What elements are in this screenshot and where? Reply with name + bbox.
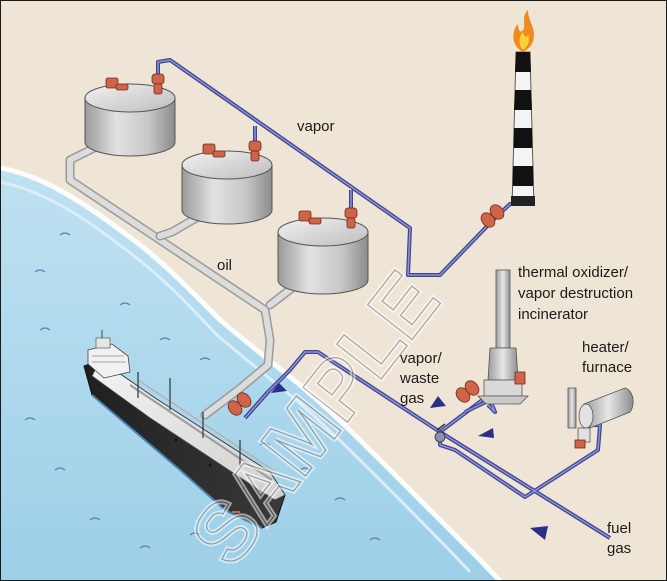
label-line: heater/	[582, 339, 630, 356]
furnace-icon	[567, 387, 634, 449]
label-fuel-gas: fuel gas	[607, 520, 635, 557]
storage-tank-2	[181, 140, 273, 225]
label-line: waste	[399, 370, 439, 387]
label-oil: oil	[217, 257, 232, 274]
storage-tank-3	[277, 207, 369, 295]
label-thermal-oxidizer: thermal oxidizer/ vapor destruction inci…	[518, 264, 637, 323]
flow-arrow-icon	[478, 428, 494, 438]
label-heater-furnace: heater/ furnace	[582, 339, 633, 376]
valve-icon	[298, 207, 358, 229]
label-line: vapor/	[400, 350, 443, 367]
label-line: vapor destruction	[518, 285, 633, 302]
valve-icon	[434, 423, 446, 443]
flow-arrows	[271, 383, 548, 540]
shoreline-wave	[0, 180, 472, 574]
valve-icon	[202, 140, 262, 162]
label-line: thermal oxidizer/	[518, 264, 629, 281]
label-line: fuel	[607, 520, 631, 537]
valve-icon	[227, 392, 252, 416]
label-line: incinerator	[518, 306, 588, 323]
label-line: gas	[607, 540, 631, 557]
tanker-ship-icon	[83, 330, 286, 529]
flow-arrow-icon	[271, 383, 287, 393]
valve-icon	[480, 204, 505, 228]
label-line: furnace	[582, 359, 632, 376]
label-vapor: vapor	[297, 118, 335, 135]
valve-icon	[455, 380, 480, 403]
flame-icon	[513, 10, 534, 52]
flow-arrow-icon	[530, 526, 548, 540]
flare-stack-icon	[511, 10, 535, 206]
label-line: gas	[400, 390, 424, 407]
valve-icon	[105, 73, 165, 95]
wave-marks	[24, 232, 381, 549]
storage-tank-1	[84, 73, 176, 157]
label-vapor-waste-gas: vapor/ waste gas	[399, 350, 446, 407]
incinerator-icon	[477, 269, 529, 405]
flow-arrow-icon	[430, 396, 446, 408]
